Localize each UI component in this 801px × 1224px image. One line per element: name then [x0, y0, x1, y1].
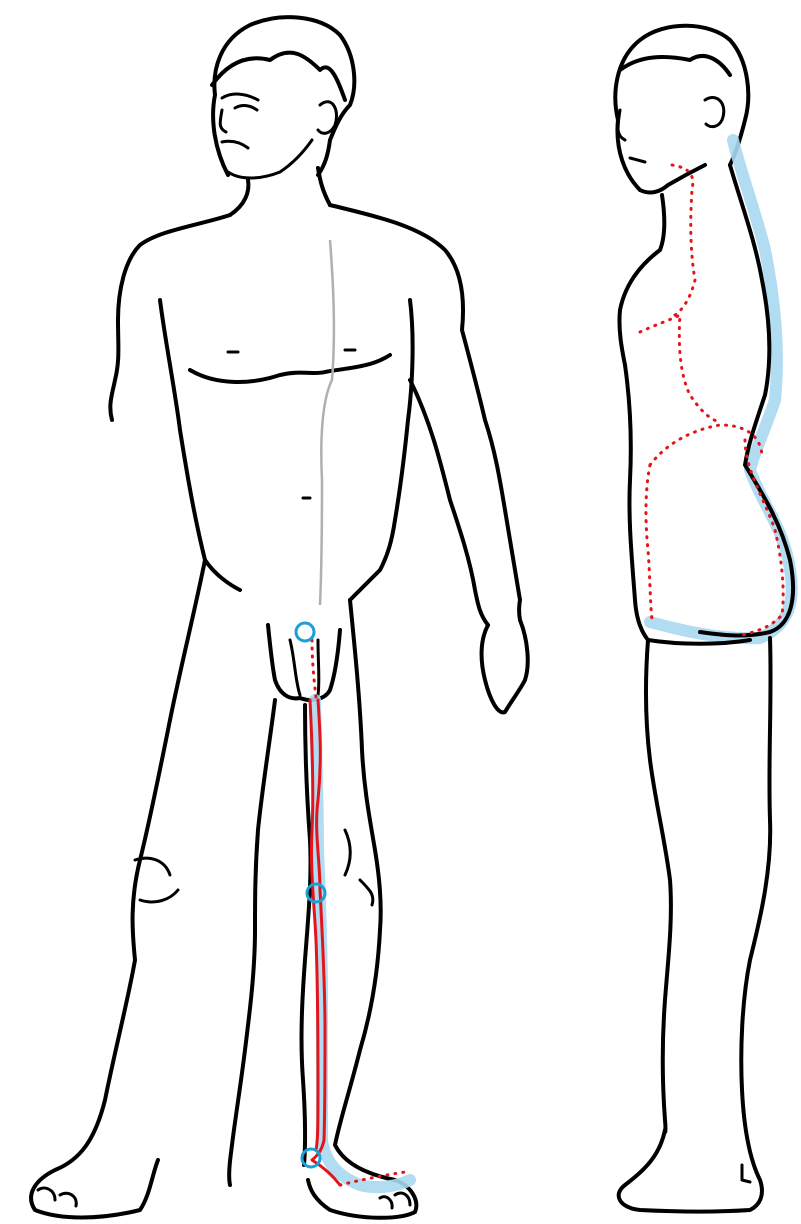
front-midline [320, 240, 334, 605]
side-leg-back [619, 638, 771, 1212]
front-torso-right-side [350, 300, 413, 600]
side-heel [742, 1165, 750, 1182]
side-ear [705, 98, 724, 127]
side-channel-back [650, 140, 792, 638]
side-dotted-chest [640, 315, 720, 422]
front-chest [190, 355, 390, 382]
front-groin [268, 625, 340, 700]
side-mouth [630, 158, 645, 162]
side-neck-front [619, 195, 664, 365]
front-channel-groin-branch [312, 640, 316, 698]
front-neck-right [318, 168, 330, 205]
side-hair [620, 56, 730, 75]
side-dotted-jaw-neck [672, 165, 695, 315]
front-chin [228, 140, 312, 178]
side-view-figure [615, 26, 793, 1212]
front-ear [318, 102, 337, 134]
side-chest-belly [625, 365, 648, 640]
front-right-forearm-inner [410, 380, 488, 625]
side-buttock-line [648, 640, 750, 644]
front-torso-left-side [160, 300, 240, 590]
front-left-knee [135, 858, 178, 902]
front-right-shoulder-arm [330, 205, 520, 600]
front-left-toes [38, 1188, 76, 1206]
side-chin-jaw [640, 165, 705, 192]
front-right-toes [380, 1193, 410, 1208]
front-right-leg-inner [302, 705, 311, 1165]
side-dotted-front-thigh [646, 465, 652, 620]
front-left-shoulder-arm [110, 215, 230, 420]
front-nose [220, 110, 226, 132]
acupoint-groin [296, 623, 314, 641]
front-neck-left [230, 180, 248, 215]
front-eye-brow [222, 94, 258, 100]
side-leg-front [646, 640, 671, 1132]
side-nose [618, 110, 625, 140]
front-eye [235, 106, 257, 110]
front-view-figure [31, 17, 528, 1218]
front-mouth [222, 141, 248, 148]
front-head-outline [213, 17, 354, 175]
front-right-knee [345, 830, 373, 905]
front-left-leg-inner [229, 700, 275, 1185]
front-right-hand [482, 600, 528, 712]
front-left-leg-outer [31, 560, 205, 1218]
